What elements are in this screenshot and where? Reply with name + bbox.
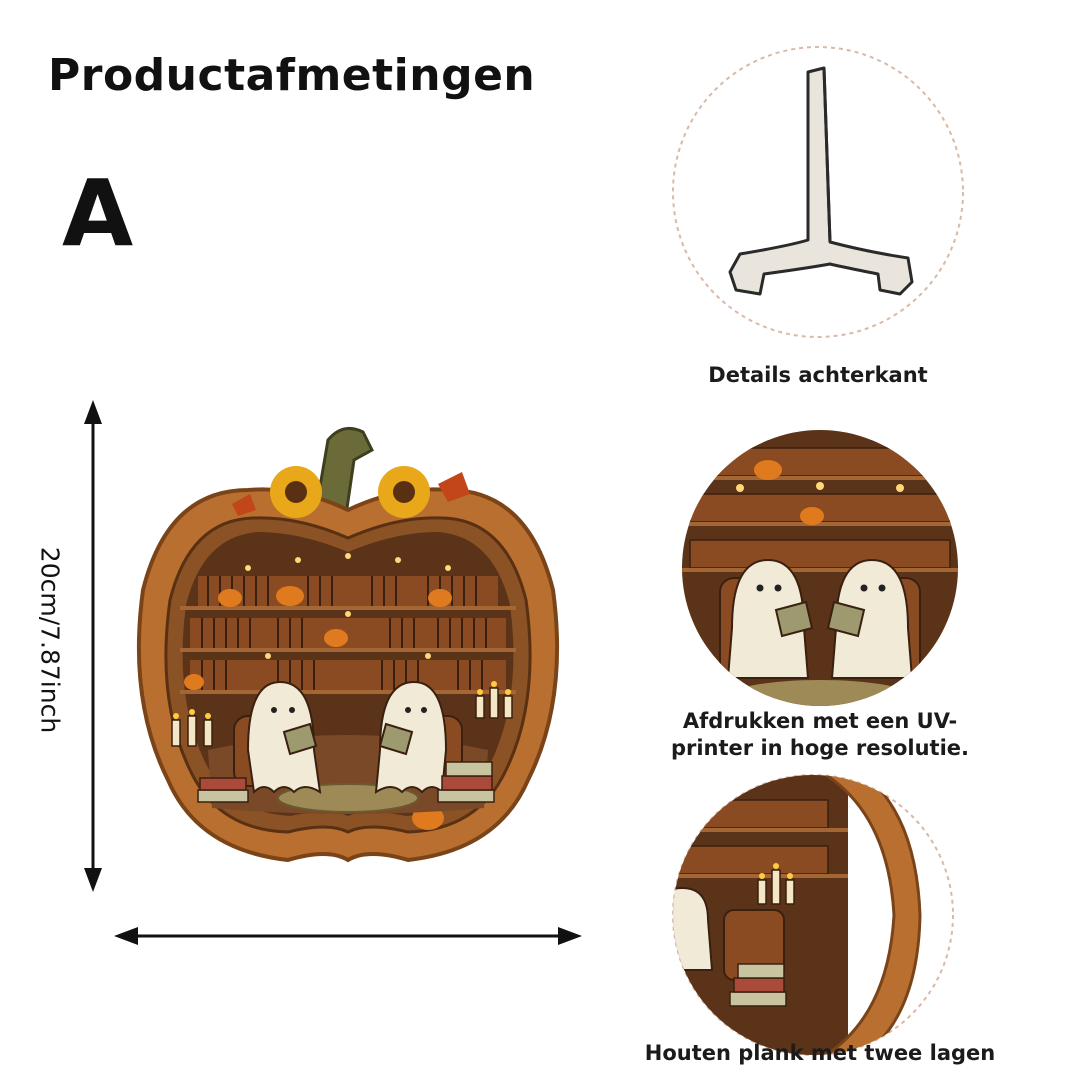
back-stand-detail [672, 46, 964, 338]
variant-label: A [62, 160, 134, 267]
detail-caption-uv: Afdrukken met een UV- printer in hoge re… [670, 709, 970, 761]
pumpkin-bookshelf-product [136, 426, 560, 863]
uv-print-detail [682, 430, 958, 706]
detail-caption-back: Details achterkant [708, 363, 928, 387]
page-title: Productafmetingen [48, 50, 536, 101]
detail-caption-layers: Houten plank met twee lagen [644, 1041, 996, 1065]
two-layer-detail [672, 774, 954, 1056]
